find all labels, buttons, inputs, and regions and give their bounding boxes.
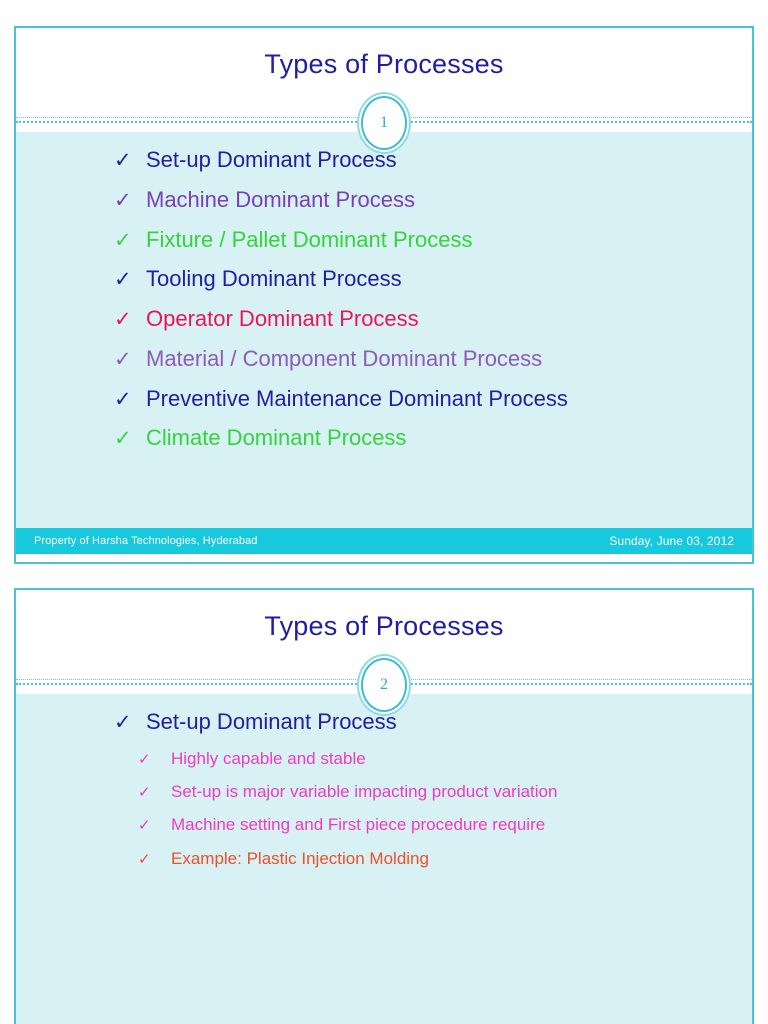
slide-1-divider: 1 — [16, 96, 752, 150]
bullet-item: ✓ Set-up is major variable impacting prod… — [16, 782, 752, 802]
bullet-text: Tooling Dominant Process — [146, 266, 402, 292]
slide-2-title: Types of Processes — [264, 611, 504, 641]
check-mark-icon: ✓ — [114, 268, 132, 292]
slide-1: Types of Processes 1 ✓ Set-up Dominant Pr… — [14, 26, 754, 564]
bullet-item: ✓ Highly capable and stable — [16, 748, 752, 768]
slide-2-page-number: 2 — [380, 676, 388, 693]
slide-1-body: ✓ Set-up Dominant Process ✓ Machine Dominan… — [16, 132, 752, 554]
check-mark-icon: ✓ — [114, 188, 132, 212]
bullet-item: ✓ Tooling Dominant Process — [16, 267, 752, 291]
check-mark-icon: ✓ — [114, 149, 132, 172]
check-mark-icon: ✓ — [138, 817, 151, 835]
check-mark-icon: ✓ — [114, 387, 132, 411]
slide-2: Types of Processes 2 ✓ Set-up Dominant Pr… — [14, 588, 754, 1024]
check-mark-icon: ✓ — [114, 308, 132, 331]
bullet-item: ✓ Machine Dominant Process — [16, 186, 752, 212]
check-mark-icon: ✓ — [114, 427, 132, 451]
slide-1-page-number: 1 — [380, 114, 388, 131]
check-mark-icon: ✓ — [114, 347, 132, 371]
check-mark-icon: ✓ — [138, 750, 151, 768]
bullet-text: Set-up is major variable impacting produ… — [171, 782, 558, 802]
footer-property-text: Property of Harsha Technologies, Hyderab… — [34, 535, 258, 547]
bullet-item: ✓ Preventive Maintenance Dominant Process — [16, 385, 752, 411]
slide-2-page-badge: 2 — [361, 658, 407, 712]
bullet-text: Set-up Dominant Process — [146, 147, 397, 172]
bullet-text: Machine Dominant Process — [146, 186, 416, 212]
bullet-text: Operator Dominant Process — [146, 306, 419, 331]
slide-1-page-badge: 1 — [361, 96, 407, 150]
slide-2-bullet-list: ✓ Set-up Dominant Process ✓ Highly capable … — [16, 710, 752, 868]
footer-date-text: Sunday, June 03, 2012 — [609, 534, 734, 548]
slide-1-bullet-list: ✓ Set-up Dominant Process ✓ Machine Dominan… — [16, 148, 752, 450]
slide-2-body: ✓ Set-up Dominant Process ✓ Highly capable … — [16, 694, 752, 1024]
slide-1-title: Types of Processes — [264, 49, 504, 79]
slide-2-divider: 2 — [16, 658, 752, 712]
check-mark-icon: ✓ — [114, 711, 132, 734]
bullet-item: ✓ Example: Plastic Injection Molding — [16, 848, 752, 868]
bullet-item: ✓ Fixture / Pallet Dominant Process — [16, 226, 752, 252]
bullet-text: Set-up Dominant Process — [146, 709, 397, 734]
bullet-item: ✓ Material / Component Dominant Process — [16, 345, 752, 371]
bullet-text: Climate Dominant Process — [146, 425, 407, 451]
bullet-item: ✓ Set-up Dominant Process — [16, 148, 752, 172]
check-mark-icon: ✓ — [138, 784, 151, 802]
bullet-text: Machine setting and First piece procedur… — [171, 815, 546, 835]
bullet-text: Material / Component Dominant Process — [146, 345, 543, 371]
bullet-item: ✓ Set-up Dominant Process — [16, 710, 752, 734]
check-mark-icon: ✓ — [114, 228, 132, 252]
bullet-item: ✓ Operator Dominant Process — [16, 307, 752, 331]
bullet-item: ✓ Machine setting and First piece procedu… — [16, 815, 752, 835]
slide-1-footer: Property of Harsha Technologies, Hyderab… — [16, 528, 752, 554]
bullet-text: Example: Plastic Injection Molding — [171, 848, 429, 868]
bullet-text: Fixture / Pallet Dominant Process — [146, 226, 473, 252]
bullet-text: Preventive Maintenance Dominant Process — [146, 385, 568, 411]
bullet-item: ✓ Climate Dominant Process — [16, 426, 752, 450]
check-mark-icon: ✓ — [138, 850, 151, 868]
bullet-text: Highly capable and stable — [171, 748, 366, 768]
